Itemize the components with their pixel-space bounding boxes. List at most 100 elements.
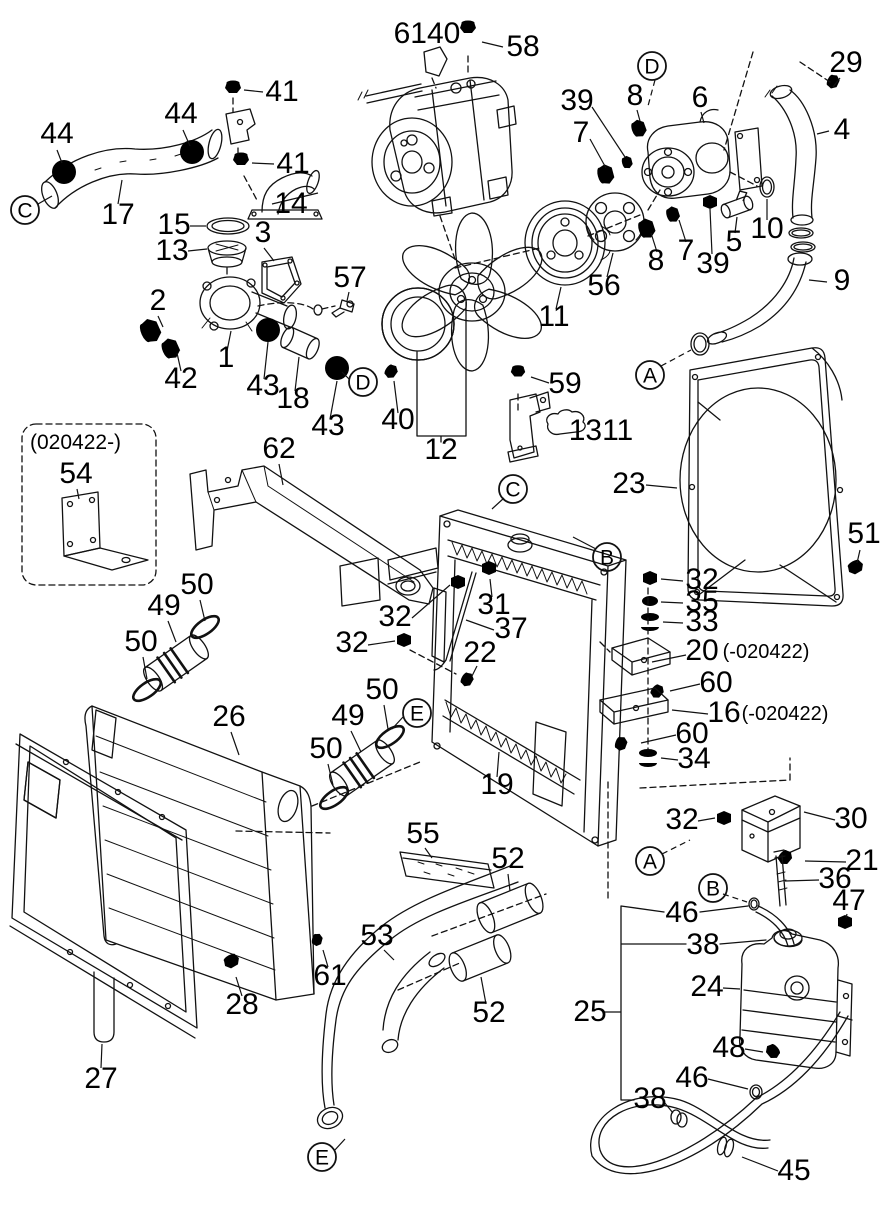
leader-line bbox=[177, 353, 181, 371]
view-bubble-E: E bbox=[403, 699, 431, 727]
callout-22: 22 bbox=[463, 636, 496, 669]
leader-line bbox=[742, 1157, 778, 1171]
callout-62: 62 bbox=[262, 432, 295, 465]
callout-33: 33 bbox=[685, 605, 718, 638]
leader-line bbox=[244, 90, 263, 92]
leader-line bbox=[334, 1139, 345, 1151]
callout-bracket-12 bbox=[417, 302, 466, 442]
callout-55: 55 bbox=[406, 817, 439, 850]
callout-28: 28 bbox=[225, 988, 258, 1021]
washer-35 bbox=[642, 596, 658, 606]
leader-line bbox=[394, 381, 398, 413]
view-bubble-B: B bbox=[699, 874, 727, 902]
view-bubble-B: B bbox=[593, 543, 621, 571]
leader-line bbox=[227, 331, 231, 351]
leader-line bbox=[846, 914, 847, 918]
callout-8: 8 bbox=[627, 79, 644, 112]
callout-1311: 1311 bbox=[569, 414, 634, 447]
gasket-15 bbox=[207, 218, 249, 234]
leader-line bbox=[492, 498, 504, 509]
leader-line bbox=[701, 112, 704, 123]
leader-line bbox=[330, 381, 337, 419]
bolt-40 bbox=[382, 362, 417, 393]
leader-line bbox=[708, 1079, 748, 1089]
leader-line bbox=[664, 1102, 673, 1113]
bracket-30 bbox=[742, 796, 800, 862]
construction-lines bbox=[233, 52, 830, 990]
callout-42: 42 bbox=[164, 362, 197, 395]
leader-line bbox=[573, 537, 596, 549]
callout-50: 50 bbox=[309, 732, 342, 765]
callout-21: 21 bbox=[845, 844, 878, 877]
clip-38b bbox=[671, 1110, 687, 1127]
callout-5: 5 bbox=[726, 225, 743, 258]
callout-27: 27 bbox=[84, 1062, 117, 1095]
leader-line bbox=[425, 848, 432, 858]
callout-54: 54 bbox=[59, 457, 92, 490]
leader-line bbox=[698, 818, 715, 821]
bolt-59 bbox=[510, 365, 526, 398]
view-bubble-circle bbox=[349, 368, 377, 396]
leader-line bbox=[264, 342, 268, 379]
leader-line bbox=[168, 621, 176, 642]
callout-44: 44 bbox=[40, 117, 73, 150]
stud-36 bbox=[774, 850, 787, 906]
callout-32: 32 bbox=[335, 626, 368, 659]
view-bubble-circle bbox=[699, 874, 727, 902]
fan-pulley-11 bbox=[525, 201, 610, 285]
bypass-fitting-5 bbox=[717, 188, 754, 219]
leader-line bbox=[661, 602, 683, 603]
callout-37: 37 bbox=[494, 612, 527, 645]
leader-line bbox=[637, 110, 640, 121]
view-bubble-letter: A bbox=[643, 365, 657, 388]
callout-7: 7 bbox=[573, 116, 590, 149]
view-bubble-C: C bbox=[11, 196, 39, 224]
bolt-61 bbox=[310, 932, 342, 952]
leader-line bbox=[661, 350, 691, 366]
leader-line bbox=[833, 78, 840, 87]
leader-line bbox=[279, 464, 283, 485]
callout-32: 32 bbox=[378, 600, 411, 633]
leader-lines bbox=[38, 42, 860, 1171]
bolt-51 bbox=[845, 557, 877, 597]
cap-hose-38a bbox=[756, 906, 794, 946]
view-bubble-letter: D bbox=[355, 372, 370, 395]
oring-small bbox=[314, 305, 322, 315]
callout-32: 32 bbox=[665, 803, 698, 836]
leader-line bbox=[183, 130, 190, 146]
coupling-56 bbox=[586, 193, 644, 251]
leader-line bbox=[590, 139, 606, 168]
leader-line bbox=[272, 193, 318, 204]
leader-line bbox=[785, 880, 819, 881]
callout-25: 25 bbox=[573, 995, 606, 1028]
callout-20: 20 bbox=[685, 634, 718, 667]
leader-line bbox=[384, 950, 394, 960]
callout-32: 32 bbox=[685, 563, 718, 596]
bracket-20 bbox=[612, 638, 670, 675]
callout-39: 39 bbox=[696, 247, 729, 280]
view-bubble-letter: D bbox=[644, 56, 659, 79]
view-bubble-circle bbox=[499, 475, 527, 503]
leader-line bbox=[809, 280, 827, 282]
leader-line bbox=[661, 758, 678, 760]
leader-line bbox=[710, 209, 712, 254]
leader-line bbox=[482, 42, 503, 47]
leader-line bbox=[384, 705, 388, 729]
leader-line bbox=[77, 489, 79, 499]
bolt-39a bbox=[620, 150, 652, 170]
leader-line bbox=[723, 988, 740, 989]
leader-line bbox=[641, 735, 676, 743]
leader-line bbox=[723, 894, 747, 902]
nut-39b bbox=[703, 195, 717, 209]
leader-line bbox=[188, 249, 207, 251]
callout-43: 43 bbox=[311, 409, 344, 442]
hose-49-left bbox=[140, 631, 213, 695]
screw-21 bbox=[775, 847, 812, 881]
leader-line bbox=[143, 657, 147, 679]
callout-14: 14 bbox=[274, 187, 307, 220]
fan-shroud-23 bbox=[680, 348, 843, 606]
leader-line bbox=[661, 579, 683, 581]
leader-line bbox=[236, 977, 242, 996]
bracket-59 bbox=[508, 392, 550, 462]
